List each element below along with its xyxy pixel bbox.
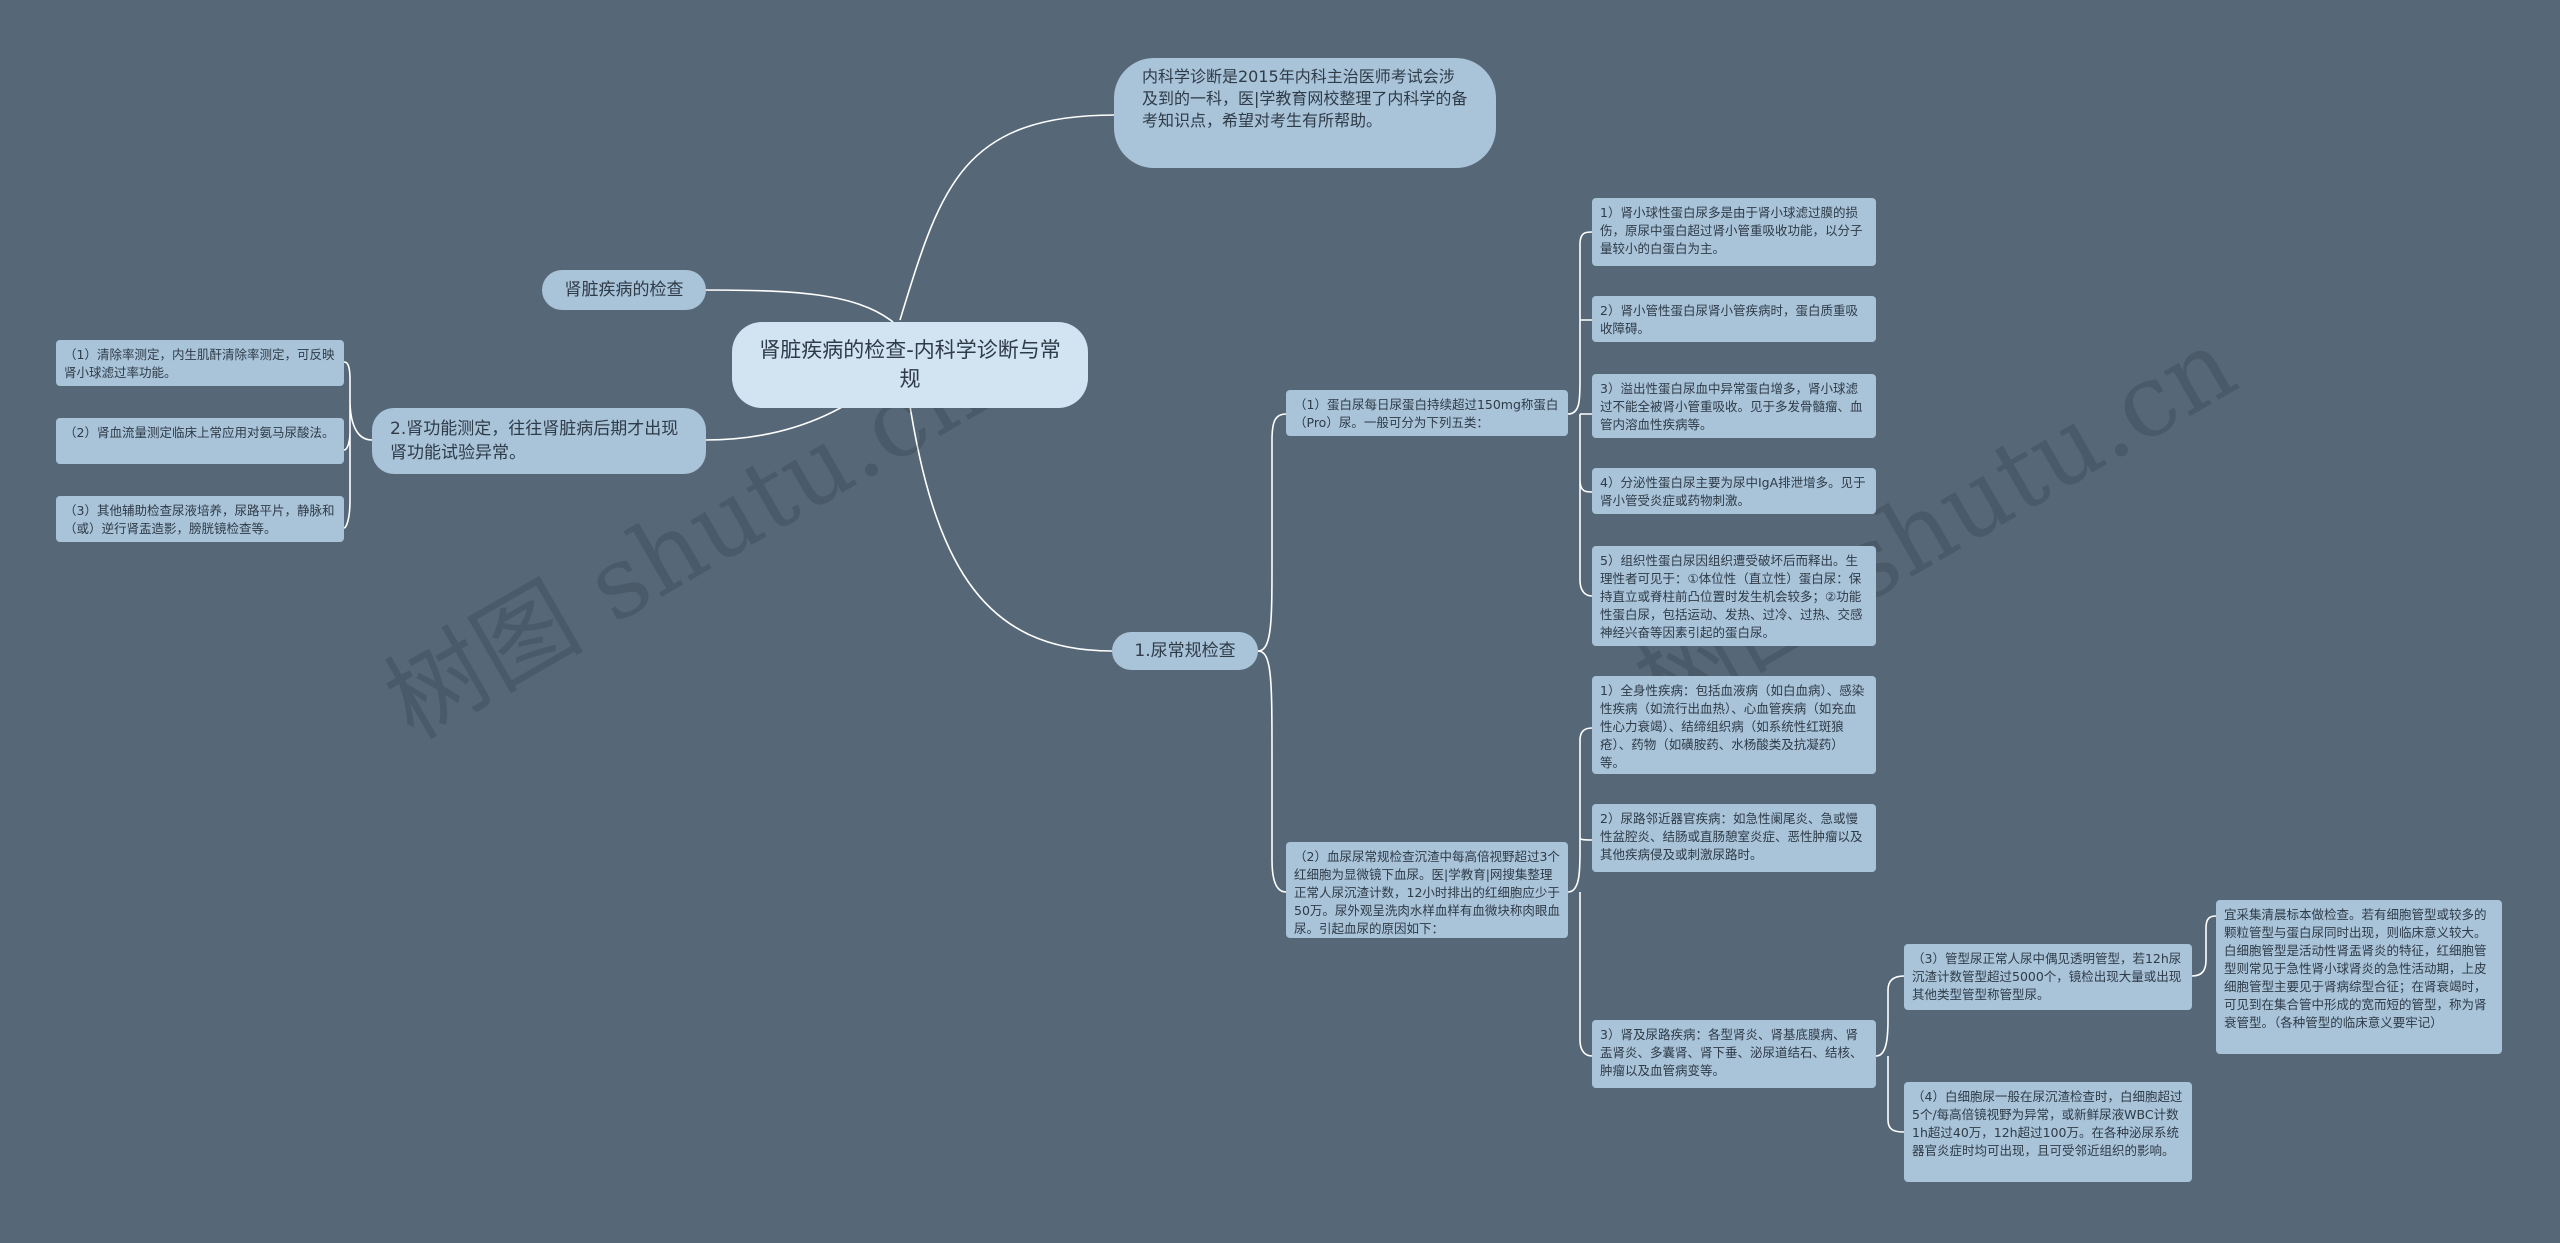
link-item3-sub bbox=[1875, 975, 1905, 1133]
link-cast-detail bbox=[2191, 915, 2217, 977]
left-title-node[interactable]: 肾脏疾病的检查 bbox=[542, 270, 706, 310]
proteinuria-text: （1）蛋白尿每日尿蛋白持续超过150mg称蛋白（Pro）尿。一般可分为下列五类： bbox=[1294, 397, 1559, 430]
link-urine-protein bbox=[1257, 413, 1287, 652]
renal-item[interactable]: （2）肾血流量测定临床上常应用对氨马尿酸法。 bbox=[56, 418, 344, 464]
renal-item[interactable]: （3）其他辅助检查尿液培养，尿路平片，静脉和（或）逆行肾盂造影，膀胱镜检查等。 bbox=[56, 496, 344, 542]
hematuria-cause[interactable]: 1）全身性疾病：包括血液病（如白血病）、感染性疾病（如流行出血热）、心血管疾病（… bbox=[1592, 676, 1876, 774]
urine-routine-node[interactable]: 1.尿常规检查 bbox=[1112, 632, 1258, 670]
renal-item-text: （2）肾血流量测定临床上常应用对氨马尿酸法。 bbox=[64, 425, 335, 440]
renal-item-text: （1）清除率测定，内生肌酐清除率测定，可反映肾小球滤过率功能。 bbox=[64, 347, 335, 380]
leukocyturia-node[interactable]: （4）白细胞尿一般在尿沉渣检查时，白细胞超过5个/每高倍镜视野为异常，或新鲜尿液… bbox=[1904, 1082, 2192, 1182]
link-hematuria-items bbox=[1567, 727, 1593, 1057]
hematuria-cause[interactable]: 3）肾及尿路疾病：各型肾炎、肾基底膜病、肾盂肾炎、多囊肾、肾下垂、泌尿道结石、结… bbox=[1592, 1020, 1876, 1088]
hematuria-cause-text: 3）肾及尿路疾病：各型肾炎、肾基底膜病、肾盂肾炎、多囊肾、肾下垂、泌尿道结石、结… bbox=[1600, 1027, 1863, 1078]
renal-function-label: 2.肾功能测定，往往肾脏病后期才出现肾功能试验异常。 bbox=[390, 419, 679, 463]
urine-routine-label: 1.尿常规检查 bbox=[1134, 641, 1236, 661]
proteinuria-item[interactable]: 5）组织性蛋白尿因组织遭受破坏后而释出。生理性者可见于：①体位性（直立性）蛋白尿… bbox=[1592, 546, 1876, 646]
proteinuria-item[interactable]: 2）肾小管性蛋白尿肾小管疾病时，蛋白质重吸收障碍。 bbox=[1592, 296, 1876, 342]
root-topic-label: 肾脏疾病的检查-内科学诊断与常规 bbox=[759, 338, 1061, 391]
cast-detail-node[interactable]: 宜采集清晨标本做检查。若有细胞管型或较多的颗粒管型与蛋白尿同时出现，则临床意义较… bbox=[2216, 900, 2502, 1054]
cast-detail-text: 宜采集清晨标本做检查。若有细胞管型或较多的颗粒管型与蛋白尿同时出现，则临床意义较… bbox=[2224, 907, 2487, 1030]
intro-node[interactable]: 内科学诊断是2015年内科主治医师考试会涉及到的一科，医|学教育网校整理了内科学… bbox=[1114, 58, 1496, 168]
link-root-left-title bbox=[699, 289, 894, 323]
link-urine-hematuria bbox=[1257, 650, 1287, 893]
hematuria-text: （2）血尿尿常规检查沉渣中每高倍视野超过3个红细胞为显微镜下血尿。医|学教育|网… bbox=[1294, 849, 1560, 936]
leukocyturia-text: （4）白细胞尿一般在尿沉渣检查时，白细胞超过5个/每高倍镜视野为异常，或新鲜尿液… bbox=[1912, 1089, 2183, 1158]
proteinuria-item-text: 4）分泌性蛋白尿主要为尿中IgA排泄增多。见于肾小管受炎症或药物刺激。 bbox=[1600, 475, 1866, 508]
proteinuria-item-text: 1）肾小球性蛋白尿多是由于肾小球滤过膜的损伤，原尿中蛋白超过肾小管重吸收功能，以… bbox=[1600, 205, 1863, 256]
proteinuria-node[interactable]: （1）蛋白尿每日尿蛋白持续超过150mg称蛋白（Pro）尿。一般可分为下列五类： bbox=[1286, 390, 1568, 436]
renal-function-node[interactable]: 2.肾功能测定，往往肾脏病后期才出现肾功能试验异常。 bbox=[372, 408, 706, 474]
proteinuria-item[interactable]: 1）肾小球性蛋白尿多是由于肾小球滤过膜的损伤，原尿中蛋白超过肾小管重吸收功能，以… bbox=[1592, 198, 1876, 266]
root-topic[interactable]: 肾脏疾病的检查-内科学诊断与常规 bbox=[732, 322, 1088, 408]
proteinuria-item-text: 5）组织性蛋白尿因组织遭受破坏后而释出。生理性者可见于：①体位性（直立性）蛋白尿… bbox=[1600, 553, 1863, 640]
link-root-urine bbox=[904, 371, 1113, 652]
proteinuria-item-text: 3）溢出性蛋白尿血中异常蛋白增多，肾小球滤过不能全被肾小管重吸收。见于多发骨髓瘤… bbox=[1600, 381, 1863, 432]
proteinuria-item-text: 2）肾小管性蛋白尿肾小管疾病时，蛋白质重吸收障碍。 bbox=[1600, 303, 1858, 336]
hematuria-cause-text: 2）尿路邻近器官疾病：如急性阑尾炎、急或慢性盆腔炎、结肠或直肠憩室炎症、恶性肿瘤… bbox=[1600, 811, 1863, 862]
renal-item-text: （3）其他辅助检查尿液培养，尿路平片，静脉和（或）逆行肾盂造影，膀胱镜检查等。 bbox=[64, 503, 335, 536]
link-protein-items bbox=[1567, 231, 1593, 597]
cast-urine-node[interactable]: （3）管型尿正常人尿中偶见透明管型，若12h尿沉渣计数管型超过5000个，镜检出… bbox=[1904, 944, 2192, 1010]
hematuria-cause-text: 1）全身性疾病：包括血液病（如白血病）、感染性疾病（如流行出血热）、心血管疾病（… bbox=[1600, 683, 1865, 770]
link-renal-items bbox=[343, 361, 373, 529]
proteinuria-item[interactable]: 4）分泌性蛋白尿主要为尿中IgA排泄增多。见于肾小管受炎症或药物刺激。 bbox=[1592, 468, 1876, 514]
link-root-intro bbox=[899, 114, 1116, 321]
left-title-label: 肾脏疾病的检查 bbox=[564, 280, 684, 300]
intro-text: 内科学诊断是2015年内科主治医师考试会涉及到的一科，医|学教育网校整理了内科学… bbox=[1142, 67, 1468, 130]
renal-item[interactable]: （1）清除率测定，内生肌酐清除率测定，可反映肾小球滤过率功能。 bbox=[56, 340, 344, 386]
cast-urine-text: （3）管型尿正常人尿中偶见透明管型，若12h尿沉渣计数管型超过5000个，镜检出… bbox=[1912, 951, 2182, 1002]
proteinuria-item[interactable]: 3）溢出性蛋白尿血中异常蛋白增多，肾小球滤过不能全被肾小管重吸收。见于多发骨髓瘤… bbox=[1592, 374, 1876, 438]
hematuria-cause[interactable]: 2）尿路邻近器官疾病：如急性阑尾炎、急或慢性盆腔炎、结肠或直肠憩室炎症、恶性肿瘤… bbox=[1592, 804, 1876, 872]
hematuria-node[interactable]: （2）血尿尿常规检查沉渣中每高倍视野超过3个红细胞为显微镜下血尿。医|学教育|网… bbox=[1286, 842, 1568, 938]
